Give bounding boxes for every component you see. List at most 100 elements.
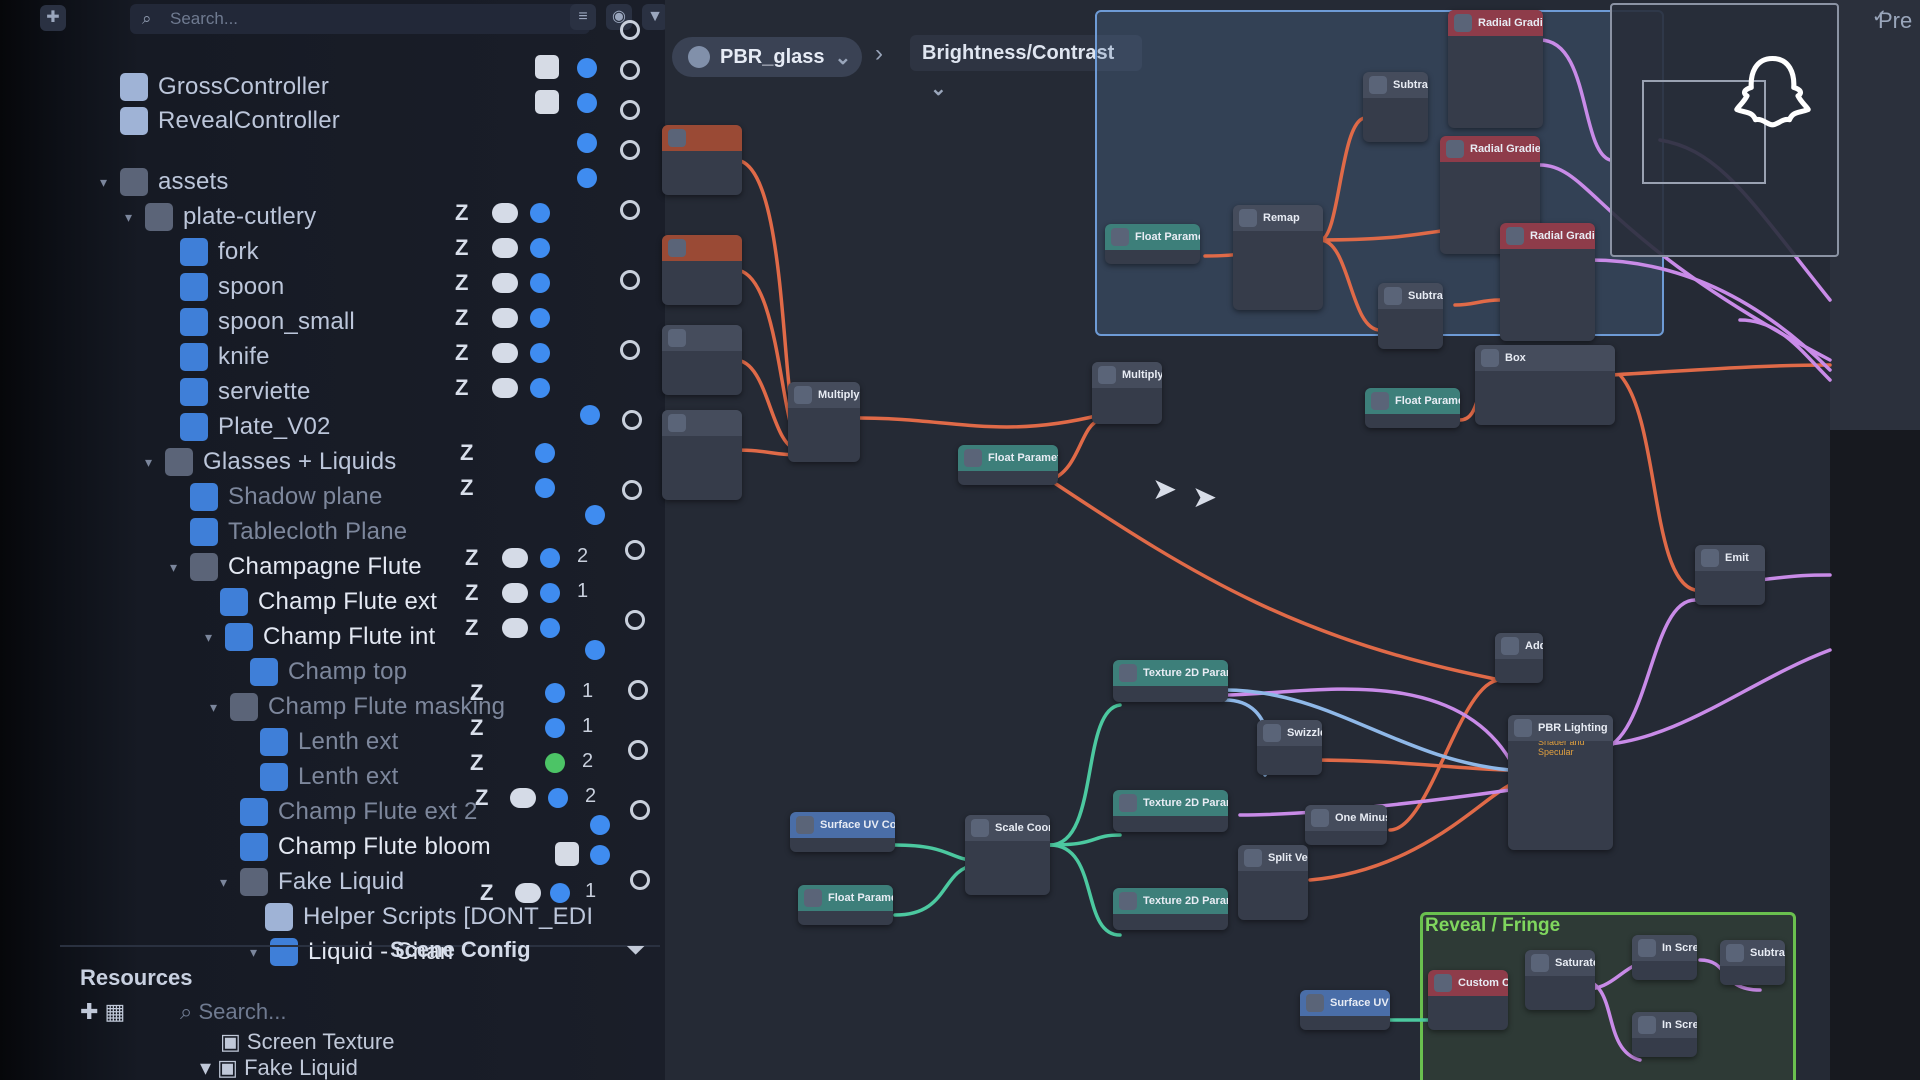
chevron-down-icon[interactable]: ▾	[100, 173, 108, 190]
graph-minimap[interactable]	[1610, 3, 1839, 257]
node-float-parameter[interactable]: Float Parameter	[1365, 388, 1460, 428]
node-header[interactable]: Float Parameter	[798, 885, 893, 911]
visibility-dot-icon[interactable]	[530, 308, 550, 328]
toggle-ring-icon[interactable]	[620, 270, 640, 290]
toggle-ring-icon[interactable]	[628, 680, 648, 700]
node-header[interactable]: Subtract	[1363, 72, 1428, 98]
node-header[interactable]: Surface UV Coord	[790, 812, 895, 838]
node-param[interactable]	[662, 125, 742, 195]
chevron-down-icon[interactable]: ✓	[1872, 6, 1888, 26]
node-param[interactable]	[662, 410, 742, 500]
hierarchy-search-input[interactable]: ⌕ Search...	[130, 4, 590, 34]
tree-item[interactable]: Tablecloth Plane	[190, 515, 407, 549]
chevron-down-icon[interactable]: ▾	[145, 453, 153, 470]
visibility-dot-icon[interactable]	[530, 203, 550, 223]
node-float-parameter[interactable]: Float Parameter	[798, 885, 893, 925]
node-header[interactable]: Swizzle	[1257, 720, 1322, 746]
toggle-ring-icon[interactable]	[620, 60, 640, 80]
chevron-down-icon[interactable]: ▾	[125, 208, 133, 225]
node-radial-gradient[interactable]: Radial Gradient	[1500, 223, 1595, 341]
toggle-ring-icon[interactable]	[628, 740, 648, 760]
visibility-dot-icon[interactable]	[590, 815, 610, 835]
toggle-ring-icon[interactable]	[620, 100, 640, 120]
tree-item[interactable]: Champ Flute ext 2	[240, 795, 478, 829]
visibility-dot-icon[interactable]	[577, 133, 597, 153]
chevron-down-icon[interactable]: ▾	[210, 698, 218, 715]
node-texture-parameter[interactable]: Texture 2D Parameter	[1113, 888, 1228, 930]
node-header[interactable]: Emit	[1695, 545, 1765, 571]
lock-icon[interactable]: ≡	[570, 4, 596, 30]
node-header[interactable]	[662, 235, 742, 261]
node-header[interactable]: One Minus	[1305, 805, 1387, 831]
node-multiply[interactable]: Multiply	[788, 382, 860, 462]
tree-item[interactable]: ▾ plate-cutlery	[125, 200, 316, 234]
node-subtract[interactable]: Subtract	[1720, 940, 1785, 985]
node-header[interactable]: Radial Gradient	[1440, 136, 1540, 162]
node-header[interactable]: Remap	[1233, 205, 1323, 231]
node-swizzle[interactable]: Swizzle	[1257, 720, 1322, 775]
tree-item[interactable]: Shadow plane	[190, 480, 383, 514]
toggle-ring-icon[interactable]	[630, 800, 650, 820]
node-header[interactable]	[662, 125, 742, 151]
tree-item[interactable]: Lenth ext	[260, 760, 399, 794]
node-in-screen[interactable]: In Screen	[1632, 935, 1697, 980]
breadcrumb-root[interactable]: PBR_glass ⌄	[672, 37, 862, 77]
node-header[interactable]: Radial Gradient	[1448, 10, 1543, 36]
add-object-icon[interactable]: ✚	[40, 5, 66, 31]
group-title[interactable]: Reveal / Fringe	[1425, 915, 1561, 936]
toggle-ring-icon[interactable]	[630, 870, 650, 890]
toggle-ring-icon[interactable]	[625, 610, 645, 630]
visibility-dot-icon[interactable]	[535, 478, 555, 498]
visibility-dot-icon[interactable]	[540, 583, 560, 603]
node-header[interactable]: In Screen	[1632, 1012, 1697, 1038]
node-surface-uv[interactable]: Surface UV Coord	[1300, 990, 1390, 1030]
visibility-dot-icon[interactable]	[530, 273, 550, 293]
node-header[interactable]: Scale Coords	[965, 815, 1050, 841]
visibility-dot-icon[interactable]	[585, 640, 605, 660]
node-pbr-lighting[interactable]: PBR Lighting Shader and Specular	[1508, 715, 1613, 850]
toggle-ring-icon[interactable]	[622, 410, 642, 430]
node-header[interactable]: Texture 2D Parameter	[1113, 660, 1228, 686]
visibility-dot-icon[interactable]	[548, 788, 568, 808]
resource-item[interactable]: ▾ ▣ Fake Liquid	[200, 1055, 358, 1080]
resource-item[interactable]: ▣ Screen Texture	[220, 1029, 394, 1055]
visibility-dot-icon[interactable]	[545, 718, 565, 738]
filter-icon[interactable]: ▼	[642, 4, 668, 30]
node-param[interactable]	[662, 235, 742, 305]
scene-config-tab[interactable]: Scene Config	[390, 937, 531, 962]
tree-item[interactable]: ▾ Liquid - Chan	[250, 935, 453, 969]
node-add[interactable]: Add	[1495, 633, 1543, 683]
tree-item[interactable]: Helper Scripts [DONT_EDI	[265, 900, 593, 934]
node-header[interactable]: Box	[1475, 345, 1615, 371]
checkbox-icon[interactable]	[535, 90, 559, 114]
visibility-dot-icon[interactable]	[577, 58, 597, 78]
breadcrumb-current[interactable]: Brightness/Contrast ⌄	[910, 35, 1142, 100]
node-one-minus[interactable]: One Minus	[1305, 805, 1387, 845]
tree-item[interactable]: ▾ Champ Flute masking	[210, 690, 505, 724]
resources-search-input[interactable]: ⌕ Search...	[180, 999, 286, 1025]
toggle-ring-icon[interactable]	[620, 200, 640, 220]
node-box[interactable]: Box	[1475, 345, 1615, 425]
funnel-icon[interactable]: ⏷	[626, 937, 646, 964]
node-header[interactable]: Float Parameter	[1365, 388, 1460, 414]
node-float-parameter[interactable]: Float Parameter	[1105, 224, 1200, 264]
visibility-dot-icon[interactable]	[540, 548, 560, 568]
node-header[interactable]: Texture 2D Parameter	[1113, 888, 1228, 914]
node-surface-uv[interactable]: Surface UV Coord	[790, 812, 895, 852]
tree-item[interactable]: spoon_small	[180, 305, 355, 339]
tree-item[interactable]: knife	[180, 340, 270, 374]
tree-item[interactable]: Lenth ext	[260, 725, 399, 759]
tree-item[interactable]: ▾ assets	[100, 165, 229, 199]
node-remap[interactable]: Remap	[1233, 205, 1323, 310]
node-header[interactable]: Subtract	[1720, 940, 1785, 966]
node-emit[interactable]: Emit	[1695, 545, 1765, 605]
chevron-down-icon[interactable]: ▾	[170, 558, 178, 575]
node-header[interactable]: Add	[1495, 633, 1543, 659]
node-header[interactable]: PBR Lighting	[1508, 715, 1613, 741]
chevron-down-icon[interactable]: ▾	[250, 943, 258, 960]
visibility-dot-icon[interactable]	[590, 845, 610, 865]
node-header[interactable]: Custom Code	[1428, 970, 1508, 996]
visibility-dot-icon[interactable]	[535, 443, 555, 463]
node-header[interactable]: Float Parameter	[1105, 224, 1200, 250]
visibility-dot-icon[interactable]	[545, 753, 565, 773]
